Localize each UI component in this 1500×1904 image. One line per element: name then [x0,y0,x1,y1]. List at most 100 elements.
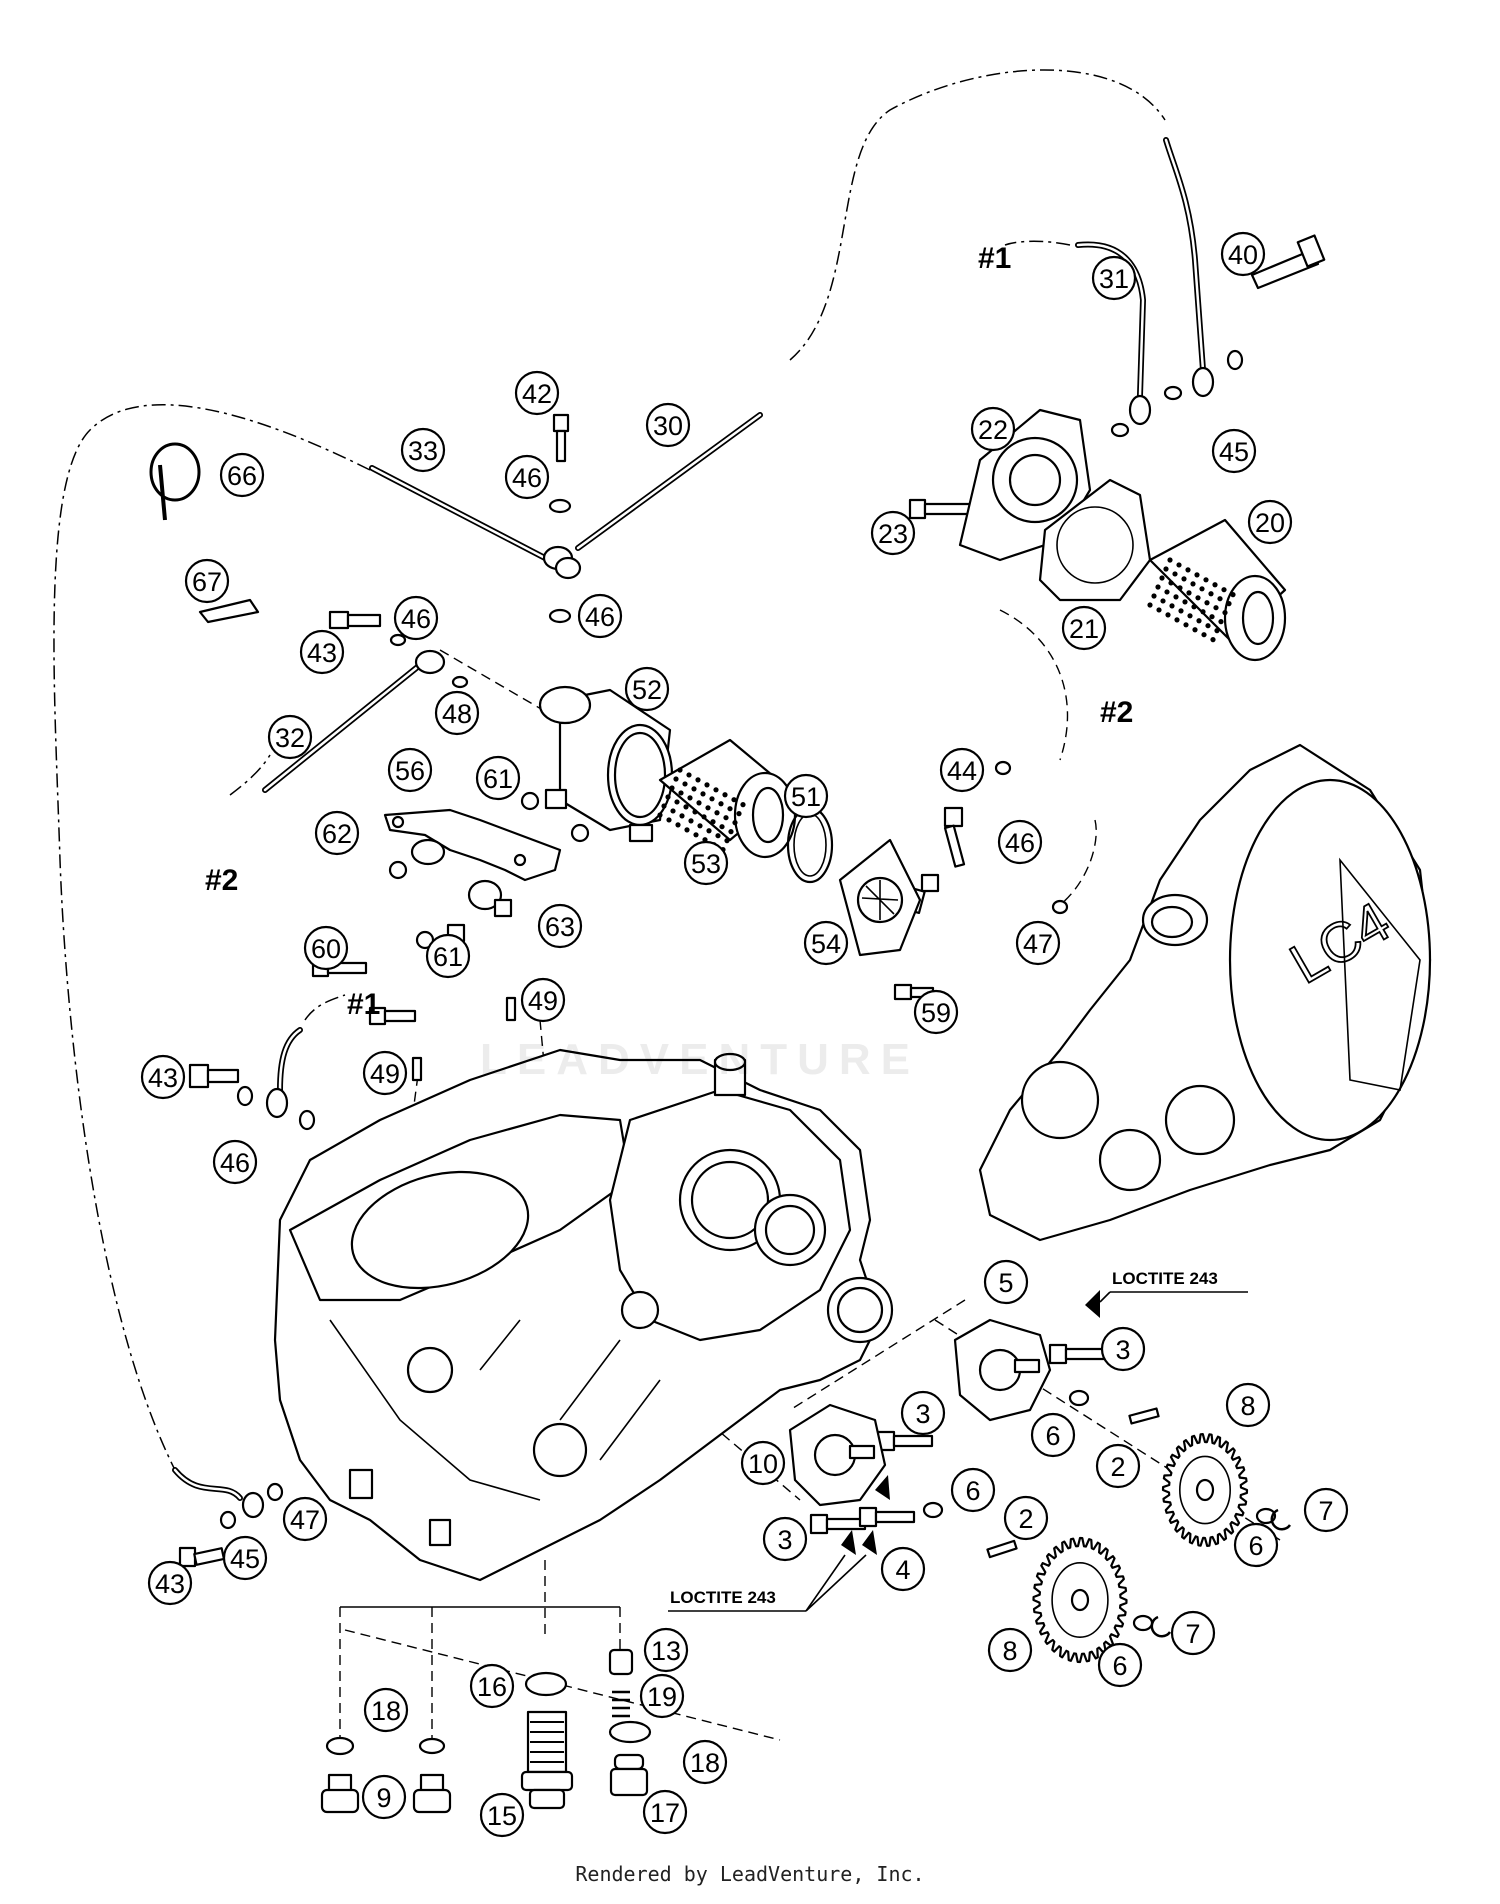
callout-18: 18 [682,1739,728,1785]
callout-number: 43 [148,1063,178,1093]
route-lines [53,69,1281,1741]
callout-43: 43 [147,1560,193,1606]
callout-number: 18 [371,1696,401,1726]
callout-number: 23 [878,519,908,549]
crankcase [273,1048,894,1582]
ref-label: #2 [205,864,238,897]
callout-23: 23 [870,510,916,556]
callout-19: 19 [639,1673,685,1719]
callout-number: 53 [691,849,721,879]
callout-number: 19 [647,1682,677,1712]
gear-8-lower [1032,1536,1128,1664]
callout-number: 22 [978,415,1008,445]
callout-number: 15 [487,1801,517,1831]
callout-number: 66 [227,461,257,491]
callout-number: 56 [395,756,425,786]
callout-44: 44 [939,747,985,793]
loctite-notes: LOCTITE 243 LOCTITE 243 [668,1269,1248,1612]
callout-43: 43 [299,629,345,675]
callout-8: 8 [987,1627,1033,1673]
callout-number: 8 [1002,1636,1017,1666]
callout-52: 52 [624,666,670,712]
callout-49: 49 [362,1050,408,1096]
callout-3: 3 [900,1390,946,1436]
callout-54: 54 [803,920,849,966]
callout-46: 46 [997,819,1043,865]
callout-17: 17 [642,1789,688,1835]
pin-2-upper [1128,1407,1160,1425]
callout-number: 43 [307,638,337,668]
callout-number: 3 [915,1399,930,1429]
callout-66: 66 [219,452,265,498]
callout-number: 31 [1099,264,1129,294]
clutch-cover: LC4 [978,743,1432,1242]
oil-filter-53 [657,738,797,859]
bracket-56 [383,791,590,950]
loctite-note: LOCTITE 243 [1112,1269,1218,1288]
filter-cover-54 [838,838,922,957]
callout-number: 62 [322,819,352,849]
callout-61: 61 [475,755,521,801]
callout-number: 2 [1110,1452,1125,1482]
oil-pipes [172,137,1206,1501]
callout-number: 5 [998,1268,1013,1298]
callout-32: 32 [267,714,313,760]
callout-15: 15 [479,1792,525,1838]
callout-number: 3 [777,1525,792,1555]
callout-30: 30 [645,402,691,448]
callout-59: 59 [913,989,959,1035]
callout-number: 3 [1115,1335,1130,1365]
callout-number: 47 [290,1505,320,1535]
callout-number: 33 [408,436,438,466]
callout-number: 46 [1005,828,1035,858]
callout-number: 43 [155,1569,185,1599]
callout-63: 63 [537,903,583,949]
callout-48: 48 [434,690,480,736]
callout-number: 46 [220,1148,250,1178]
callout-number: 49 [370,1059,400,1089]
oil-pump-5 [953,1318,1052,1422]
callout-40: 40 [1220,231,1266,277]
callout-61: 61 [425,933,471,979]
callout-56: 56 [387,747,433,793]
callout-42: 42 [514,370,560,416]
callout-number: 42 [522,379,552,409]
callout-number: 46 [585,602,615,632]
callout-number: 6 [1112,1651,1127,1681]
callout-4: 4 [880,1546,926,1592]
callout-number: 63 [545,912,575,942]
callout-2: 2 [1095,1443,1141,1489]
callout-number: 48 [442,699,472,729]
oil-filter-20 [1147,518,1287,662]
callout-number: 40 [1228,240,1258,270]
callout-3: 3 [1100,1326,1146,1372]
clip-67 [198,598,260,624]
callout-number: 60 [311,934,341,964]
callout-number: 54 [811,929,841,959]
callout-6: 6 [950,1467,996,1513]
callout-51: 51 [783,773,829,819]
fittings [219,349,1244,1530]
callout-number: 46 [401,604,431,634]
pin-2-lower [986,1539,1018,1559]
reference-labels: #1 #2 #2 #1 [205,242,1133,1021]
watermark: LEADVENTURE [480,1035,921,1084]
callout-33: 33 [400,427,446,473]
callout-6: 6 [1030,1412,1076,1458]
ref-label: #2 [1100,696,1133,729]
callout-46: 46 [577,593,623,639]
callout-number: 45 [230,1544,260,1574]
callout-number: 44 [947,756,977,786]
callout-6: 6 [1097,1642,1143,1688]
callout-number: 30 [653,411,683,441]
callout-9: 9 [361,1774,407,1820]
callout-47: 47 [282,1496,328,1542]
callout-number: 16 [477,1672,507,1702]
callout-13: 13 [643,1627,689,1673]
bolts [178,234,1326,1568]
callout-46: 46 [504,454,550,500]
callout-number: 2 [1018,1504,1033,1534]
callout-49: 49 [520,977,566,1023]
